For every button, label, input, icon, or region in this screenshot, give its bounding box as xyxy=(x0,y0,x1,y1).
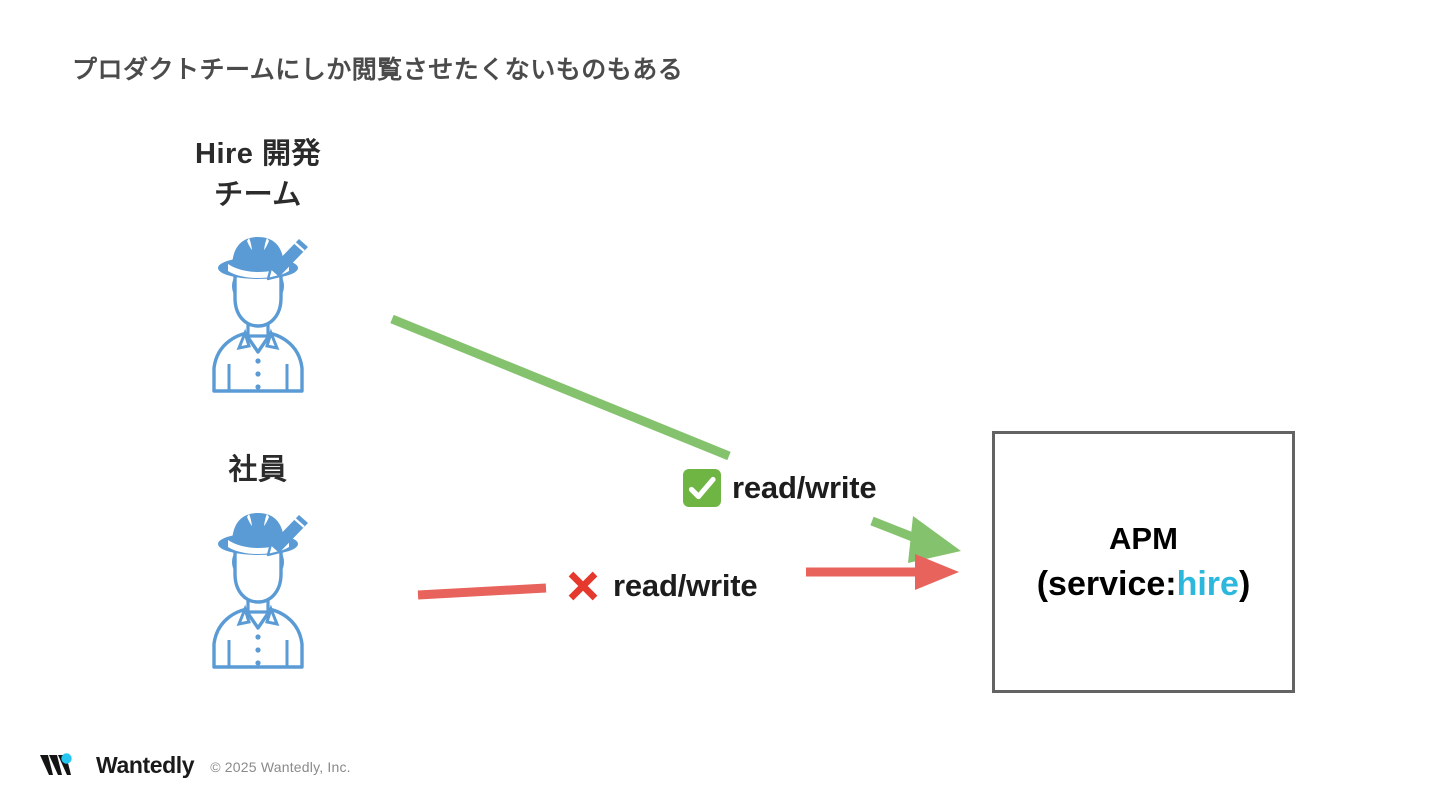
actor-dev-team-label-line2: チーム xyxy=(214,179,302,212)
arrow-allow-green xyxy=(390,314,961,563)
footer: Wantedly © 2025 Wantedly, Inc. xyxy=(38,750,351,780)
permission-deny: read/write xyxy=(563,566,758,606)
permission-allow-label: read/write xyxy=(732,470,877,505)
page-title: プロダクトチームにしか閲覧させたくないものもある xyxy=(72,56,684,84)
brand-name: Wantedly xyxy=(96,751,195,778)
copyright-text: © 2025 Wantedly, Inc. xyxy=(210,759,351,775)
actor-dev-team: Hire 開発 チーム xyxy=(148,134,368,394)
actor-employee-label: 社員 xyxy=(148,450,368,491)
apm-service-box: APM (service:hire) xyxy=(992,431,1295,693)
actor-employee-label-line1: 社員 xyxy=(228,454,288,486)
apm-paren-close: ) xyxy=(1238,565,1251,604)
apm-service-value: hire xyxy=(1176,565,1239,604)
actor-dev-team-label: Hire 開発 チーム xyxy=(148,134,368,216)
permission-allow: read/write xyxy=(682,468,877,508)
apm-service-key: service: xyxy=(1048,565,1177,604)
actor-employee: 社員 xyxy=(148,450,368,669)
person-with-hat-icon xyxy=(212,513,308,669)
apm-title: APM xyxy=(1109,521,1178,557)
permission-deny-label: read/write xyxy=(613,568,758,603)
cross-mark-icon xyxy=(568,571,598,601)
wantedly-logo-icon xyxy=(40,753,72,775)
apm-paren-open: ( xyxy=(1036,565,1049,604)
person-with-hat-icon xyxy=(212,237,308,394)
apm-service-tag: (service:hire) xyxy=(1037,562,1251,606)
white-check-mark-icon xyxy=(683,469,721,507)
actor-dev-team-label-line1: Hire 開発 xyxy=(195,138,321,170)
